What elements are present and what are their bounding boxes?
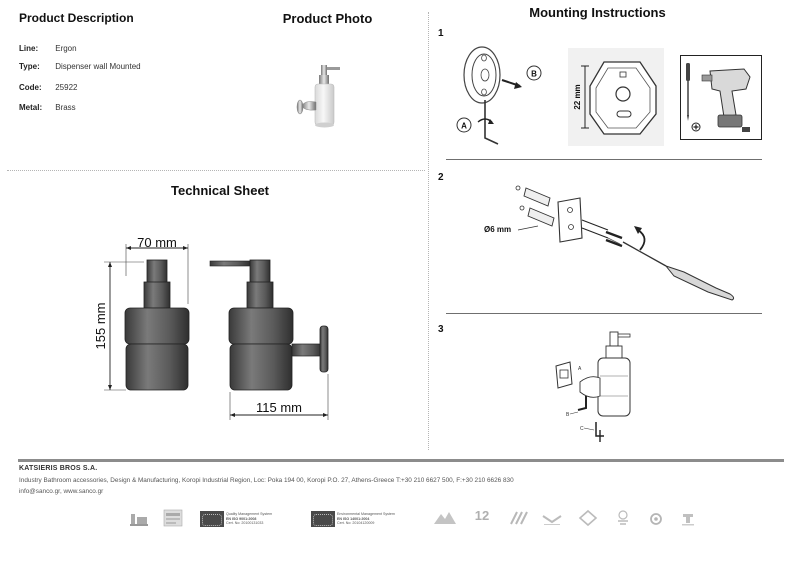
mounting-instructions-title: Mounting Instructions: [529, 5, 666, 20]
factory-icon: [130, 514, 148, 526]
step-1-label-b: B: [531, 70, 537, 79]
chevron-icon: [542, 515, 562, 525]
swirl-icon: [650, 513, 662, 525]
iso-14001-logo: [311, 511, 335, 527]
step-3-label-a: A: [578, 366, 582, 372]
iso-14001-std: EN ISO 14001:2004: [337, 516, 370, 521]
spec-line: Line: Ergon: [19, 44, 77, 53]
step-1-number: 1: [438, 28, 444, 39]
product-photo-title: Product Photo: [282, 11, 373, 26]
step-3-label-c: C: [580, 426, 584, 432]
iso-9001-logo: [200, 511, 224, 527]
spec-type-value: Dispenser wall Mounted: [55, 62, 141, 71]
footer-company: KATSIERIS BROS S.A.: [19, 465, 98, 472]
iso-9001-title: Quality Management System: [226, 512, 273, 516]
step-2-number: 2: [438, 172, 444, 183]
spec-line-key: Line:: [19, 44, 39, 53]
dim-height-label: 155 mm: [93, 303, 108, 350]
iso-9001-std: EN ISO 9001:2008: [226, 516, 257, 521]
iso-14001-title: Environmental Management System: [337, 512, 395, 516]
step-2-dim-6: Ø6 mm: [484, 225, 511, 234]
spec-line-value: Ergon: [55, 44, 77, 53]
product-photo: [296, 65, 340, 128]
step-1-label-a: A: [461, 122, 467, 131]
technical-sheet-title: Technical Sheet: [170, 183, 269, 198]
footer-bar: [18, 459, 784, 462]
iso-14001-text: Environmental Management System EN ISO 1…: [337, 512, 395, 526]
stripes-icon: [510, 511, 528, 525]
warranty-years-badge: 12: [474, 508, 490, 523]
step-3-number: 3: [438, 324, 444, 335]
diamond-icon: [578, 509, 598, 527]
tap-icon: [682, 514, 694, 526]
horizontal-divider: [7, 170, 425, 171]
iso-14001-no: Cert. No: 20104120009: [337, 521, 375, 525]
mountain-icon: [434, 512, 456, 524]
spec-code-value: 25922: [55, 83, 78, 92]
spec-metal-key: Metal:: [19, 103, 43, 112]
spec-metal-value: Brass: [55, 103, 76, 112]
step-3-label-b: B: [566, 412, 570, 418]
step-1-separator: [446, 159, 762, 160]
dim-depth-label: 115 mm: [256, 400, 302, 415]
step-1-bracket-illustration: B A: [456, 46, 542, 145]
step-2-separator: [446, 313, 762, 314]
product-description-title: Product Description: [19, 11, 134, 25]
step-1-bracket-dimension: 22 mm: [568, 48, 664, 146]
step-3-illustration: A B C: [555, 331, 631, 442]
iso-9001-text: Quality Management System EN ISO 9001:20…: [226, 512, 272, 526]
footer-address: Industry Bathroom accessories, Design & …: [19, 477, 514, 484]
sun-icon: [618, 510, 628, 525]
step-1-tools: [680, 55, 762, 140]
technical-drawing: 70 mm 155 mm 115 mm: [93, 235, 329, 420]
footer-contact[interactable]: info@sanco.gr, www.sanco.gr: [19, 488, 104, 495]
vertical-divider: [428, 12, 429, 450]
step-1-dim-22: 22 mm: [573, 84, 582, 109]
spec-type: Type: Dispenser wall Mounted: [19, 62, 141, 71]
spec-metal: Metal: Brass: [19, 103, 76, 112]
spec-code: Code: 25922: [19, 83, 77, 92]
step-2-illustration: Ø6 mm: [484, 185, 735, 301]
iso-9001-no: Cert. No: 20100131033: [226, 521, 264, 525]
quality-badge-icon: [163, 509, 183, 527]
dim-width-label: 70 mm: [137, 235, 177, 250]
spec-type-key: Type:: [19, 62, 40, 71]
spec-code-key: Code:: [19, 83, 42, 92]
